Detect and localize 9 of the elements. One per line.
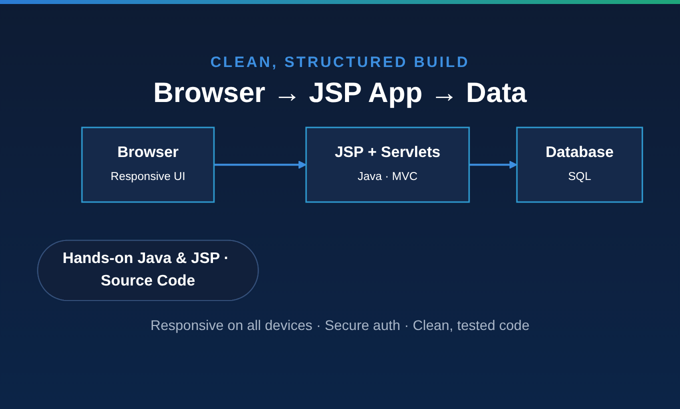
- arrow: [469, 160, 518, 169]
- flow-diagram: Browser Responsive UI JSP + Servlets Java · MVC Database SQL Hands-on Java & JSP · Source Code: [30, 119, 650, 309]
- feature-note: Responsive on all devices · Secure auth · Clean, tested code: [150, 317, 530, 333]
- subtitle: CLEAN, STRUCTURED BUILD: [209, 54, 471, 71]
- node-box: [81, 126, 215, 203]
- node-box: [305, 126, 470, 203]
- title: Browser → JSP App → Data: [152, 77, 528, 109]
- node-box: [516, 126, 644, 203]
- arrow: [214, 160, 306, 169]
